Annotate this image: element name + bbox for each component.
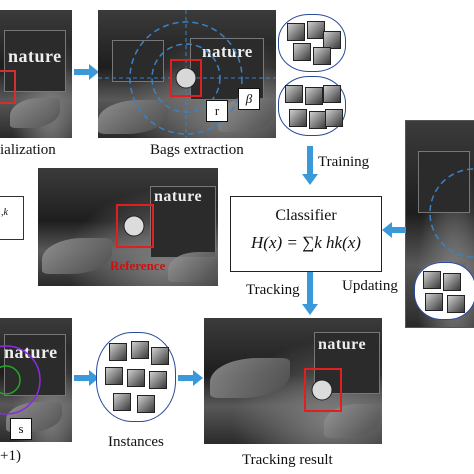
magazine-title: nature [4, 342, 58, 362]
arrow-updating [382, 222, 406, 238]
arrow-instances-to-result [178, 370, 203, 386]
positive-bag-cloud [278, 14, 346, 72]
arrow-frame-to-instances [74, 370, 99, 386]
instances-label: Instances [108, 434, 164, 450]
classifier-title: Classifier [275, 207, 337, 224]
bags-extraction-label: Bags extraction [150, 142, 244, 158]
reference-caption: Reference [110, 258, 166, 273]
magazine-title: nature [154, 188, 203, 205]
negative-bag-cloud [278, 76, 346, 136]
arrow-init-to-bags [74, 64, 99, 80]
sampling-rings [98, 10, 276, 138]
magazine-title: nature [318, 336, 367, 353]
initialization-label: ialization [0, 142, 56, 158]
angle-badge: β [238, 88, 260, 110]
initialization-photo: nature [0, 10, 72, 138]
classifier-formula: H(x) = ∑k hk(x) [251, 233, 361, 252]
magazine-title: nature [202, 42, 253, 61]
training-label: Training [318, 154, 370, 170]
frame-index-label: +1) [0, 448, 21, 464]
tracking-result-label: Tracking result [242, 452, 333, 468]
instances-cloud [96, 332, 176, 422]
arrow-training [302, 146, 318, 185]
arrow-tracking [302, 272, 318, 315]
updating-label: Updating [342, 278, 398, 294]
left-fragment-box: ,k [0, 196, 24, 240]
reference-photo: nature Reference [38, 168, 218, 286]
classifier-box: Classifier H(x) = ∑k hk(x) [230, 196, 382, 272]
frame-t1-photo: nature s [0, 318, 72, 442]
magazine-title: nature [8, 46, 62, 66]
radius-badge: r [206, 100, 228, 122]
bags-extraction-photo: nature r β [98, 10, 276, 138]
tracking-label: Tracking [246, 282, 300, 298]
search-scale-badge: s [10, 418, 32, 440]
tracking-result-photo: nature [204, 318, 382, 444]
update-bag-cloud [414, 262, 474, 320]
